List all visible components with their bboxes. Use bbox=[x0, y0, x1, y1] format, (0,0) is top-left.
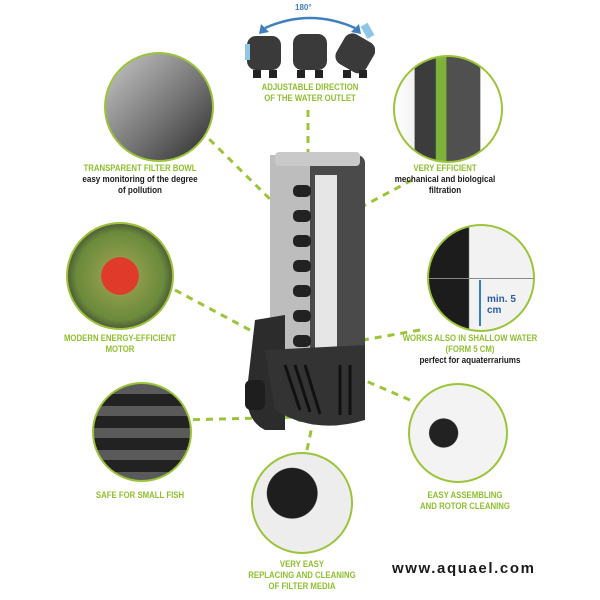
filter-sponge-circle bbox=[393, 55, 503, 163]
outlet-rotation-image bbox=[245, 10, 376, 80]
min-depth-arrow bbox=[479, 280, 481, 326]
feature-label-assembly: EASY ASSEMBLING AND ROTOR CLEANING bbox=[420, 490, 510, 512]
water-line bbox=[429, 278, 533, 279]
rotation-angle-label: 180° bbox=[295, 3, 312, 12]
intake-grille-circle bbox=[92, 382, 192, 482]
feature-label-bowl: TRANSPARENT FILTER BOWL easy monitoring … bbox=[82, 163, 198, 196]
filter-bowl-circle bbox=[104, 52, 214, 162]
rotor-assembly-circle bbox=[408, 383, 508, 483]
filter-media-circle bbox=[251, 452, 353, 554]
feature-label-media: VERY EASY REPLACING AND CLEANING OF FILT… bbox=[248, 559, 356, 592]
feature-label-fish: SAFE FOR SMALL FISH bbox=[95, 490, 185, 501]
feature-label-filtration: VERY EFFICIENT mechanical and biological… bbox=[394, 163, 496, 196]
min-depth-label: min. 5 cm bbox=[487, 294, 516, 316]
website-link[interactable]: www.aquael.com bbox=[392, 560, 536, 577]
water-level-circle: min. 5 cm bbox=[427, 224, 535, 332]
feature-label-shallow: WORKS ALSO IN SHALLOW WATER (FORM 5 CM) … bbox=[402, 333, 538, 366]
feature-label-motor: MODERN ENERGY-EFFICIENT MOTOR bbox=[63, 333, 177, 355]
feature-label-outlet: ADJUSTABLE DIRECTION OF THE WATER OUTLET bbox=[261, 82, 359, 104]
rotor-circle bbox=[66, 222, 174, 330]
product-filter-image bbox=[245, 150, 375, 435]
